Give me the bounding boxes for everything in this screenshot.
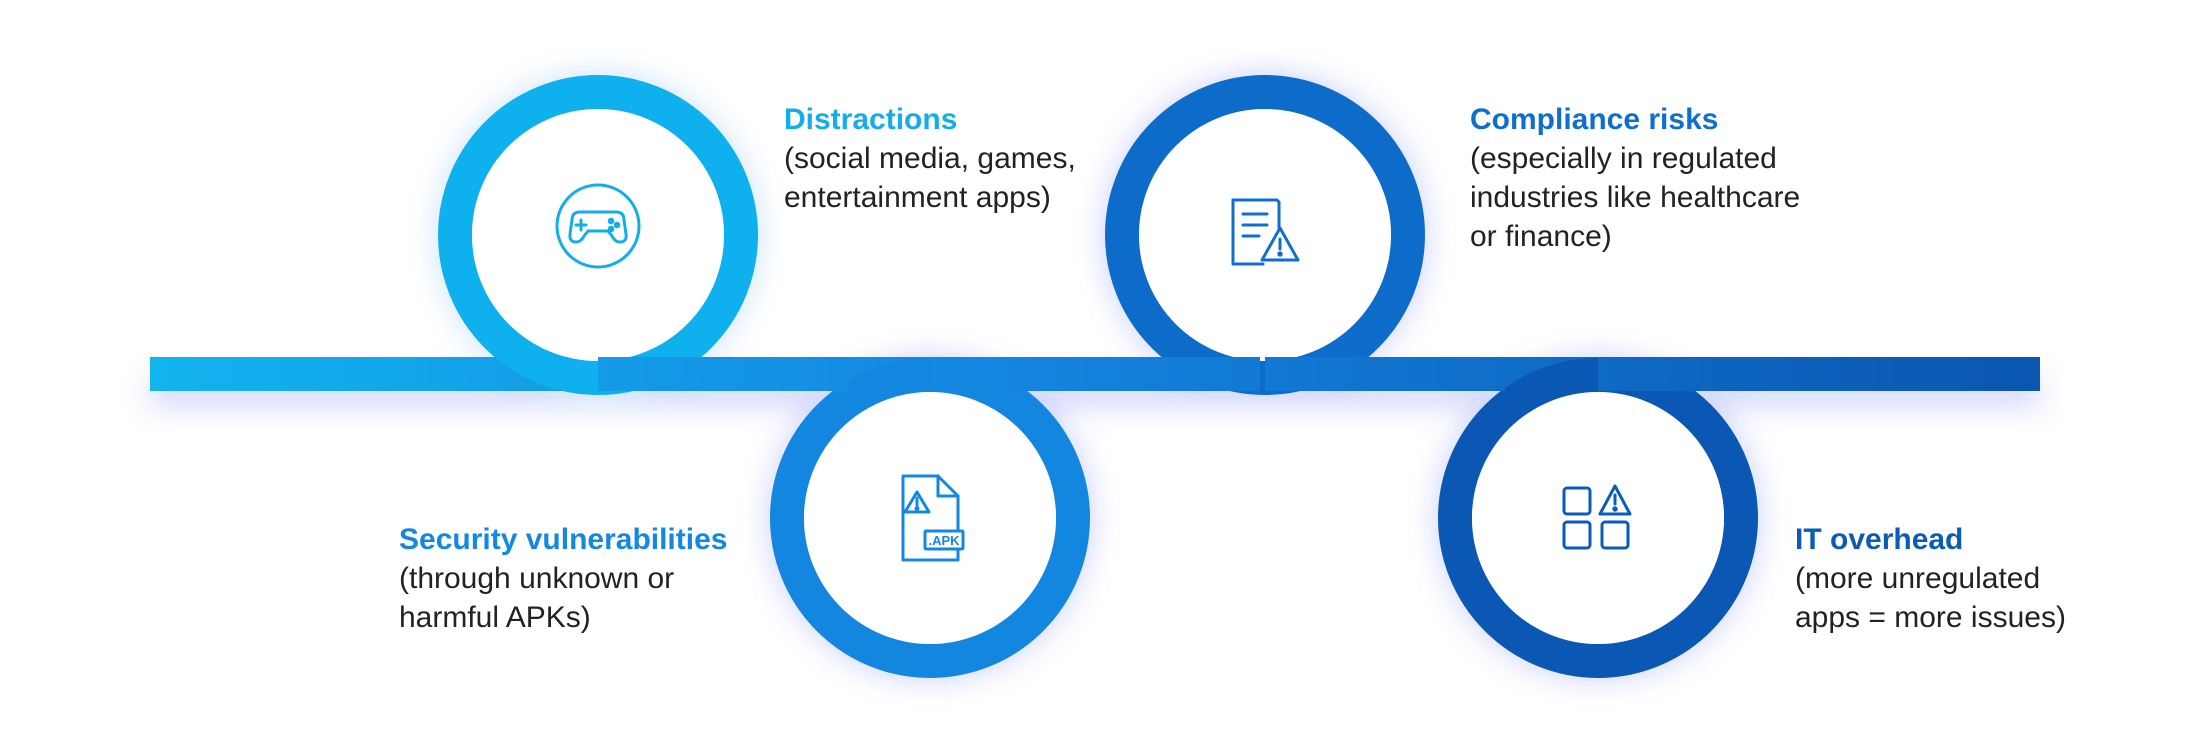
apk-label: .APK xyxy=(928,533,960,548)
gamepad-icon xyxy=(555,183,641,269)
band-segment xyxy=(1598,357,2040,391)
band-segment xyxy=(1265,357,1505,391)
distractions-text: Distractions (social media, games, enter… xyxy=(784,100,1124,217)
compliance-text: Compliance risks (especially in regulate… xyxy=(1470,100,1830,256)
band-segment xyxy=(598,357,848,391)
compliance-title: Compliance risks xyxy=(1470,103,1719,136)
compliance-description: (especially in regulated industries like… xyxy=(1470,142,1801,253)
apk-file-warning-icon: .APK xyxy=(901,474,965,562)
distractions-title: Distractions xyxy=(784,103,958,136)
itoverhead-title: IT overhead xyxy=(1795,523,1964,556)
band-segment xyxy=(150,357,490,391)
band-segment xyxy=(930,357,1260,391)
ring-security xyxy=(770,358,1090,678)
itoverhead-text: IT overhead (more unregulated apps = mor… xyxy=(1795,520,2115,637)
ring-compliance xyxy=(1105,75,1425,395)
itoverhead-description: (more unregulated apps = more issues) xyxy=(1795,562,2066,634)
ring-distractions xyxy=(438,75,758,395)
ring-itoverhead xyxy=(1438,358,1758,678)
document-warning-icon xyxy=(1231,198,1300,266)
security-text: Security vulnerabilities (through unknow… xyxy=(399,520,759,637)
distractions-description: (social media, games, entertainment apps… xyxy=(784,142,1076,214)
apps-warning-icon xyxy=(1562,484,1632,550)
security-title: Security vulnerabilities xyxy=(399,523,728,556)
security-description: (through unknown or harmful APKs) xyxy=(399,562,675,634)
